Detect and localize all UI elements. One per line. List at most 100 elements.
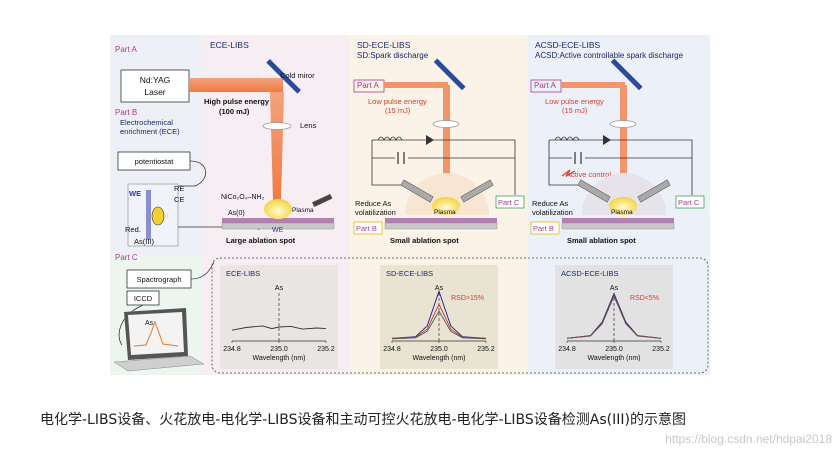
figure-caption: 电化学-LIBS设备、火花放电-电化学-LIBS设备和主动可控火花放电-电化学-…	[40, 412, 686, 428]
sd-lens	[432, 120, 460, 128]
we-label: WE	[129, 189, 141, 198]
acsd-vertical-beam	[620, 85, 627, 201]
high-energy-label: High pulse energy	[204, 97, 270, 106]
sd-vertical-beam	[443, 85, 450, 201]
sd-inductor	[377, 136, 403, 141]
x-tick-label: 234.8	[383, 346, 401, 353]
acsd-panel-title: ACSD-ECE-LIBS	[535, 40, 601, 50]
chart-title: ACSD-ECE-LIBS	[561, 269, 619, 278]
as-iii-label: As(III)	[134, 237, 155, 246]
sd-sample-base	[384, 222, 498, 230]
sd-plasma	[432, 197, 460, 215]
x-tick-label: 235.2	[477, 346, 495, 353]
acsd-part-c-tag: Part C	[678, 198, 700, 207]
sd-reduce-line2: volatilization	[355, 208, 396, 217]
fiber-cable	[118, 261, 215, 346]
series-line	[391, 310, 487, 340]
acsd-part-b-tag: Part B	[533, 224, 554, 233]
sd-reduce-line1: Reduce As	[355, 199, 392, 208]
sd-panel-title: SD-ECE-LIBS	[357, 40, 411, 50]
x-tick-label: 235.2	[317, 346, 335, 353]
x-tick-label: 235.0	[430, 346, 448, 353]
acsd-sample-top	[562, 218, 674, 223]
chart-background	[380, 265, 498, 369]
acsd-part-b-box	[530, 221, 560, 235]
ece-label-line2: enrichment (ECE)	[120, 127, 180, 136]
acsd-plasma	[609, 197, 637, 215]
rsd-annotation: RSD<5%	[630, 295, 659, 302]
sd-electrode-right	[460, 179, 494, 203]
series-line	[391, 303, 487, 339]
ece-we-label: WE	[272, 227, 284, 234]
sd-mirror	[433, 58, 466, 91]
ce-label: CE	[174, 195, 184, 204]
ece-label-line1: Electrochemical	[120, 118, 173, 127]
sd-part-b-tag: Part B	[356, 224, 377, 233]
acsd-diode	[603, 135, 611, 145]
series-line	[566, 295, 662, 339]
chart-title: SD-ECE-LIBS	[386, 269, 433, 278]
watermark: https://blog.csdn.net/hdpai2018	[665, 432, 832, 446]
ece-vertical-beam	[270, 92, 284, 200]
acsd-inductor	[554, 136, 580, 141]
acsd-electrode-left	[577, 179, 611, 203]
acsd-mirror	[610, 58, 643, 91]
acsd-low-energy-label: Low pulse energy	[545, 97, 604, 106]
ece-lens	[262, 122, 292, 130]
sd-sample-top	[385, 218, 497, 223]
acsd-lens	[609, 120, 637, 128]
acsd-part-c-box	[675, 195, 705, 209]
laptop-spectrum	[133, 320, 179, 347]
re-label: RE	[174, 184, 184, 193]
spectra-bracket	[211, 257, 709, 374]
sd-low-energy-label: Low pulse energy	[368, 97, 427, 106]
ece-cold-mirror	[266, 59, 301, 94]
acsd-active-control-bolt	[561, 169, 576, 177]
sd-horizontal-beam	[384, 82, 448, 88]
sd-diode	[426, 135, 434, 145]
x-axis-label: Wavelength (nm)	[412, 355, 465, 362]
electrode-spot	[151, 206, 165, 226]
laptop-as-label: As	[145, 320, 154, 327]
x-tick-label: 235.2	[652, 346, 670, 353]
acsd-part-a-tag: Part A	[534, 81, 556, 90]
potentiostat-label: potentiostat	[135, 157, 175, 166]
ece-sample-base	[221, 222, 335, 230]
peak-label: As	[610, 285, 619, 292]
ece-plasma	[264, 199, 292, 219]
series-line	[231, 325, 327, 331]
sd-low-energy-value: (15 mJ)	[385, 106, 411, 115]
sd-plasma-label: Plasma	[434, 209, 456, 216]
peak-label: As	[275, 285, 284, 292]
rsd-annotation: RSD>15%	[451, 295, 484, 302]
sd-circuit	[371, 139, 516, 195]
part-a-label: Part A	[115, 45, 137, 54]
spectrograph-label: Spactrograph	[136, 275, 181, 284]
acsd-low-energy-value: (15 mJ)	[562, 106, 588, 115]
part-b-label: Part B	[115, 108, 137, 117]
cold-mirror-label: Cold miror	[280, 71, 315, 80]
high-energy-value: (100 mJ)	[219, 107, 250, 116]
x-axis-label: Wavelength (nm)	[587, 355, 640, 362]
sd-part-c-box	[495, 195, 525, 209]
acsd-circuit	[548, 139, 693, 195]
x-tick-label: 234.8	[223, 346, 241, 353]
chart-background	[555, 265, 673, 369]
x-axis-label: Wavelength (nm)	[252, 355, 305, 362]
laser-label-line2: Laser	[144, 87, 165, 97]
acsd-electrode-right	[637, 179, 671, 203]
laptop-display	[128, 312, 184, 355]
acsd-small-spot-label: Small ablation spot	[567, 236, 636, 245]
acsd-reduce-line1: Reduce As	[532, 199, 569, 208]
acsd-reduce-line2: volatilization	[532, 208, 573, 217]
acsd-panel-subtitle: ACSD:Active controllable spark discharge	[535, 51, 684, 60]
part-c-label: Part C	[115, 253, 138, 262]
acsd-plasma-label: Plasma	[611, 209, 633, 216]
sd-part-b-box	[353, 221, 383, 235]
sd-electrode-left	[400, 179, 434, 203]
red-label: Red.	[125, 225, 141, 234]
as0-label: As(0)	[228, 210, 245, 217]
